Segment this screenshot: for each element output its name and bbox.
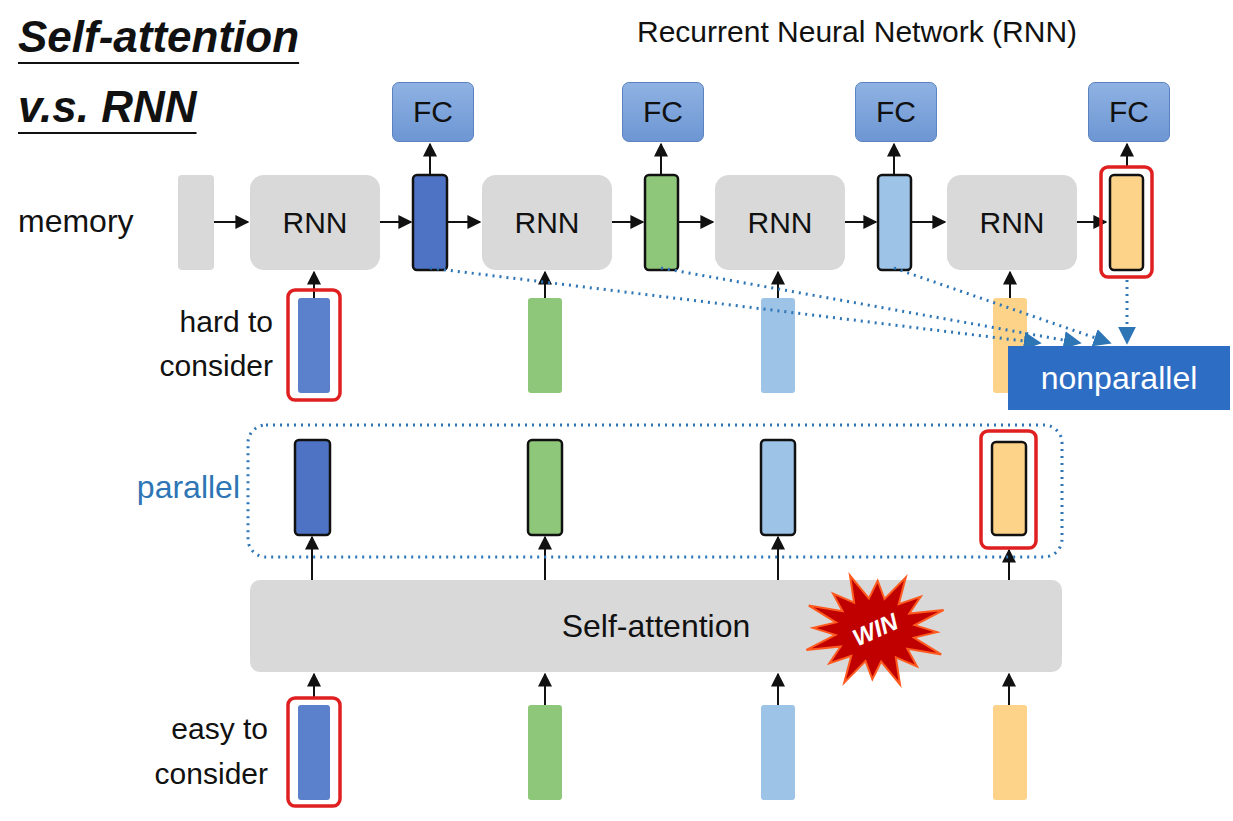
arrow bbox=[313, 272, 315, 298]
note: hard to consider bbox=[125, 300, 273, 387]
node-text: RNN bbox=[748, 206, 813, 240]
vector bbox=[761, 440, 795, 535]
highlight bbox=[288, 698, 340, 806]
row-label: memory bbox=[18, 200, 173, 243]
vector bbox=[528, 440, 562, 535]
parallel-group bbox=[248, 425, 1062, 557]
output-vectors bbox=[295, 440, 1026, 535]
highlight bbox=[981, 431, 1036, 548]
node-text: Self-attention bbox=[562, 608, 751, 645]
node-text: RNN bbox=[515, 206, 580, 240]
starburst-outline bbox=[806, 576, 943, 685]
arrow bbox=[845, 221, 876, 223]
input-vectors bbox=[298, 298, 1027, 393]
arrow bbox=[1008, 550, 1010, 580]
vector bbox=[528, 298, 562, 393]
vector bbox=[298, 705, 330, 800]
vector bbox=[761, 705, 795, 800]
note: easy to consider bbox=[120, 706, 268, 796]
node-text: FC bbox=[643, 95, 683, 129]
dotted-arrow bbox=[1126, 280, 1129, 343]
node-text: FC bbox=[1109, 95, 1149, 129]
vector bbox=[1110, 175, 1143, 270]
memory-cell bbox=[178, 175, 214, 270]
arrow bbox=[214, 221, 248, 223]
slide-title: Self-attention v.s. RNN bbox=[18, 2, 363, 142]
vector bbox=[295, 440, 330, 535]
arrow bbox=[612, 221, 643, 223]
arrow bbox=[544, 272, 546, 298]
group-label: parallel bbox=[95, 466, 240, 509]
arrow bbox=[1009, 272, 1011, 298]
fc-layer: FC bbox=[392, 82, 474, 142]
callout-box: nonparallel bbox=[1008, 346, 1230, 410]
arrow bbox=[447, 221, 480, 223]
vector bbox=[413, 175, 447, 270]
vector bbox=[528, 705, 562, 800]
hidden-vectors bbox=[413, 175, 1143, 270]
node-text: RNN bbox=[980, 206, 1045, 240]
arrow bbox=[1126, 144, 1128, 167]
vector bbox=[993, 705, 1027, 800]
fc-layer: FC bbox=[622, 82, 704, 142]
node-text: RNN bbox=[283, 206, 348, 240]
vector bbox=[645, 175, 678, 270]
arrow bbox=[893, 144, 895, 175]
dotted-arrow bbox=[661, 268, 1080, 343]
arrow bbox=[777, 272, 779, 298]
dotted-arrow bbox=[894, 268, 1110, 343]
rnn-cell: RNN bbox=[482, 175, 612, 270]
arrow bbox=[429, 144, 431, 175]
vector bbox=[298, 298, 330, 393]
bottom-vectors bbox=[298, 705, 1027, 800]
highlight bbox=[1101, 167, 1152, 277]
arrow bbox=[777, 674, 779, 705]
heading: Recurrent Neural Network (RNN) bbox=[637, 12, 1227, 53]
vector bbox=[878, 175, 911, 270]
highlight bbox=[288, 290, 340, 400]
arrow bbox=[544, 674, 546, 705]
win-starburst: WIN bbox=[800, 570, 950, 690]
arrow bbox=[678, 221, 713, 223]
rnn-cell: RNN bbox=[250, 175, 380, 270]
arrow bbox=[1008, 674, 1010, 705]
arrow bbox=[311, 537, 313, 580]
self-attention-block: Self-attention bbox=[250, 580, 1062, 672]
node-text: nonparallel bbox=[1041, 360, 1198, 397]
rnn-cell: RNN bbox=[947, 175, 1077, 270]
fc-layer: FC bbox=[855, 82, 937, 142]
arrows bbox=[214, 144, 1127, 705]
rnn-cell: RNN bbox=[715, 175, 845, 270]
node-text: FC bbox=[413, 95, 453, 129]
fc-layer: FC bbox=[1088, 82, 1170, 142]
dotted-arrow bbox=[430, 268, 1040, 343]
dotted-arrows bbox=[430, 268, 1127, 343]
arrow bbox=[911, 221, 945, 223]
arrow bbox=[777, 537, 779, 580]
node-text: FC bbox=[876, 95, 916, 129]
vector bbox=[992, 442, 1026, 535]
arrow bbox=[313, 674, 315, 698]
arrow bbox=[380, 221, 411, 223]
arrow bbox=[660, 144, 662, 175]
